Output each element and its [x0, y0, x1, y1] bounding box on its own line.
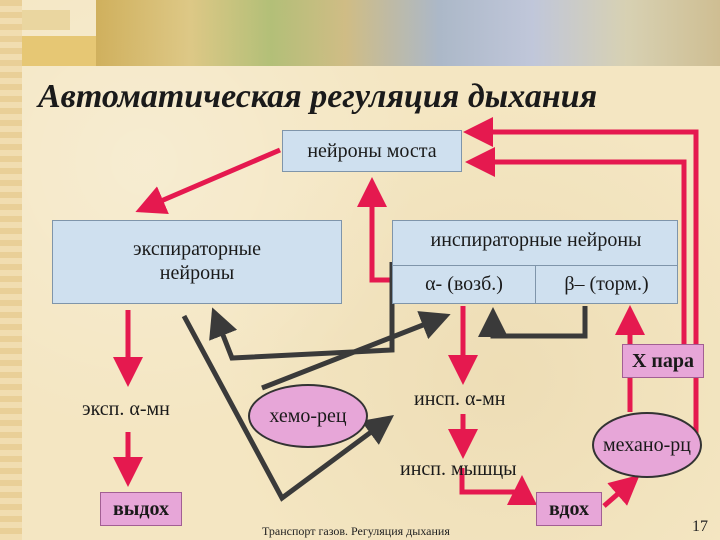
inspiratory-label: инспираторные нейроны	[430, 229, 642, 251]
arrow-beta-to-alpha	[478, 306, 588, 339]
decorative-top-block-small	[22, 10, 70, 30]
arrow-chemo-to-expiratory	[181, 314, 395, 502]
arrow-mechano-to-pons	[463, 117, 699, 440]
decorative-left-strip	[0, 0, 22, 540]
page-number: 17	[692, 518, 708, 535]
chemoreceptors-ellipse: хемо-рец	[248, 384, 368, 448]
slide-title: Автоматическая регуляция дыхания	[38, 78, 598, 115]
inspiratory-neurons-box: инспираторные нейроны α- (возб.) β– (тор…	[392, 220, 678, 304]
vagus-nerve-label: Х пара	[622, 344, 704, 378]
arrow-vagus-to-pons	[465, 147, 687, 350]
pons-neurons-box: нейроны моста	[282, 130, 462, 172]
arrow-muscles-to-inhale	[459, 468, 537, 505]
expiratory-label-line2: нейроны	[159, 262, 235, 284]
slide-footer: Транспорт газов. Регуляция дыхания	[262, 524, 450, 538]
inspiratory-divider-vertical	[535, 265, 536, 303]
insp-alpha-mn-label: инсп. α-мн	[414, 388, 506, 410]
mechanoreceptors-ellipse: механо-рц	[592, 412, 702, 478]
decorative-top-banner	[96, 0, 720, 66]
arrow-chemo-to-inspiratory	[261, 311, 451, 391]
expiratory-neurons-box: экспираторные нейроны	[52, 220, 342, 304]
exp-alpha-mn-label: эксп. α-мн	[82, 398, 170, 420]
arrow-inspiratory-to-expiratory	[209, 262, 395, 361]
exhale-label: выдох	[100, 492, 182, 526]
arrow-pons-to-expiratory	[135, 147, 281, 214]
arrow-inhale-to-mechano	[602, 474, 640, 508]
arrow-inspiratory-to-pons	[357, 177, 392, 283]
alpha-neurons-label: α- (возб.)	[425, 273, 503, 295]
expiratory-label-line1: экспираторные	[133, 238, 261, 260]
insp-muscles-label: инсп. мышцы	[400, 458, 517, 480]
beta-neurons-label: β– (торм.)	[564, 273, 649, 295]
inhale-label: вдох	[536, 492, 602, 526]
decorative-top-block	[22, 36, 96, 66]
